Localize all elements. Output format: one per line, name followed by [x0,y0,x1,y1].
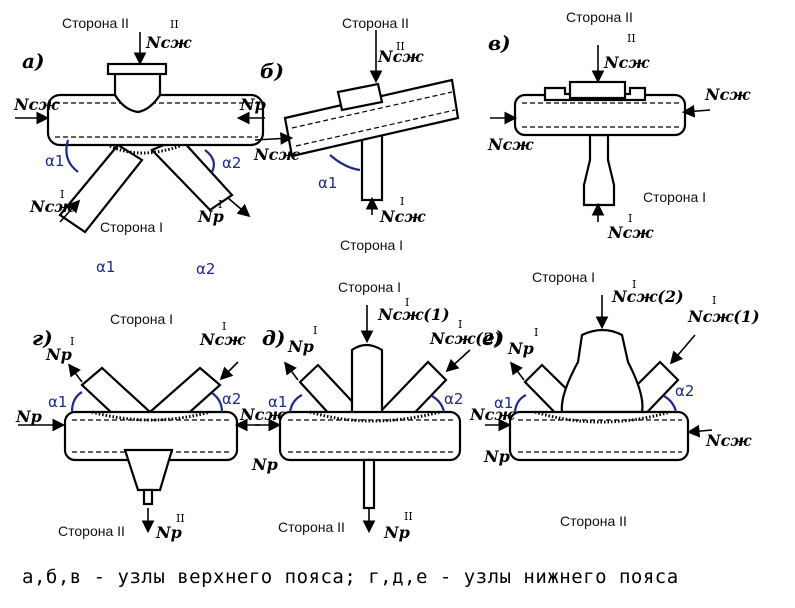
side-label: Сторона I [532,269,595,285]
bottom-rod [362,458,376,510]
top-stub [113,68,162,114]
side-label: Сторона II [566,9,633,25]
force-label: Nсж [29,197,76,216]
force-superscript: II [627,32,636,45]
side-label: Сторона II [560,513,627,529]
force-superscript: II [396,40,405,53]
force-superscript: I [628,212,632,225]
force-superscript: I [222,320,226,333]
chord-pipe [508,410,690,462]
angle-label: α1 [96,258,115,276]
side-label: Сторона II [58,523,125,539]
panel-b: б) Сторона II Nсж II Nсж α1 Nсж I Сторон… [253,15,460,253]
chord-pipe [278,410,462,462]
angle-label: α2 [222,154,241,172]
force-label: Nр [287,337,314,356]
side-label: Сторона I [110,311,173,327]
bottom-taper [582,133,616,207]
angle-label: α2 [222,390,241,408]
force-superscript: I [712,294,716,307]
force-label: Nр [483,447,510,466]
angle-label: α1 [45,152,64,170]
angle-label: α1 [318,174,337,192]
force-label: Nр [155,523,182,542]
force-superscript: I [400,195,404,208]
side-label: Сторона I [100,219,163,235]
force-label: Nсж [145,33,192,52]
diagonal-left [58,143,144,234]
angle-label: α1 [494,394,513,412]
side-label: Сторона I [643,189,706,205]
force-label: Nсж [603,53,650,72]
figure-caption: а,б,в - узлы верхнего пояса; г,д,е - узл… [22,566,679,588]
angle-label: α2 [675,382,694,400]
force-label: Nр [383,523,410,542]
force-label: Nр [507,339,534,358]
force-label: Nр [45,345,72,364]
force-superscript: I [70,335,74,348]
force-label: Nсж(1) [377,305,450,324]
force-label: Nр [239,95,266,114]
force-label: Nсж [704,85,751,104]
panel-letter: б) [260,59,284,83]
force-label: Nсж [199,330,246,349]
force-superscript: I [632,278,636,291]
force-superscript: I [534,326,538,339]
panel-letter: в) [488,31,511,55]
angle-label: α2 [196,260,215,278]
force-superscript: II [176,512,185,525]
side-label: Сторона I [340,237,403,253]
force-label: Nсж [469,405,516,424]
force-label: Nсж(1) [687,307,760,326]
force-label: Nсж [377,47,424,66]
force-label: Nсж [253,145,300,164]
force-superscript: I [313,324,317,337]
force-superscript: I [458,318,462,331]
panel-letter: д) [262,326,285,350]
force-label: Nсж(2) [611,287,684,306]
side-label: Сторона II [62,15,129,31]
force-label: Nр [197,207,224,226]
force-superscript: I [405,296,409,309]
panel-letter: е) [482,326,504,350]
force-label: Nсж [13,95,60,114]
force-superscript: II [404,510,413,523]
side-label: Сторона II [342,15,409,31]
force-label: Nсж [705,431,752,450]
angle-label: α1 [268,393,287,411]
side-label: Сторона II [278,519,345,535]
panel-c: в) Сторона II II Nсж Nсж Nсж Сторона I N… [487,9,751,242]
force-label: Nсж [379,207,426,226]
panel-d: г) Сторона I Nр I Nсж I α1 α2 Nр Nсж Сто… [15,311,286,542]
conical-pipe [560,328,644,414]
force-superscript: I [218,198,222,211]
panel-a: а) Сторона II II Nсж Nсж Nр α1 α2 Nсж I … [13,15,266,278]
side-label: Сторона I [338,279,401,295]
force-label: Nр [15,407,42,426]
angle-label: α2 [444,390,463,408]
panel-f: е) Сторона I Nр I Nсж(2) I Nсж(1) I α1 α… [469,269,760,529]
vertical-pipe [350,343,384,417]
force-superscript: II [170,18,179,31]
force-superscript: I [60,188,64,201]
angle-label: α1 [48,393,67,411]
panel-e: д) Сторона I Nр I Nсж(1) I Nсж(2) I α1 α… [251,279,502,542]
force-label: Nсж [607,223,654,242]
panel-letter: г) [32,326,53,350]
force-label: Nсж [487,135,534,154]
panel-letter: а) [22,49,44,73]
force-label: Nр [251,455,278,474]
force-label: Nсж(2) [429,329,502,348]
vertical-stub [360,128,384,202]
gusset-plate [123,448,174,492]
